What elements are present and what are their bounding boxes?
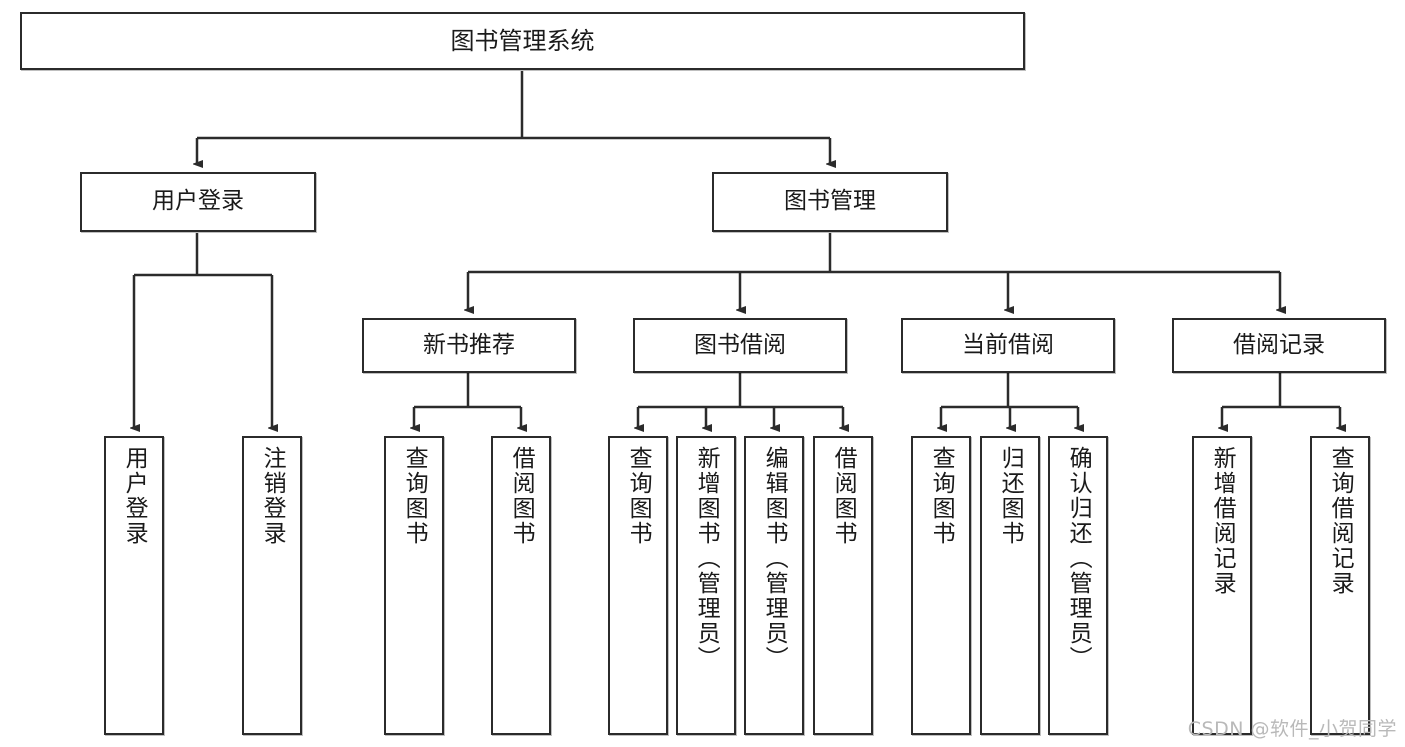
leaf-borrow-book-2-label: 借阅图书	[830, 446, 857, 546]
leaf-user-login[interactable]: 用户登录	[104, 436, 164, 735]
leaf-add-borrow-record-label: 新增借阅记录	[1209, 446, 1236, 596]
node-user-login[interactable]: 用户登录	[80, 172, 316, 232]
leaf-query-book-2[interactable]: 查询图书	[608, 436, 668, 735]
node-current-borrowing-label: 当前借阅	[962, 331, 1054, 358]
leaf-edit-book-admin-label: 编辑图书（管理员）	[761, 446, 788, 671]
node-borrowing-record-label: 借阅记录	[1233, 331, 1325, 358]
node-book-management-label: 图书管理	[784, 188, 876, 215]
leaf-edit-book-admin[interactable]: 编辑图书（管理员）	[744, 436, 804, 735]
leaf-add-book-admin-label: 新增图书（管理员）	[693, 446, 720, 671]
leaf-logout[interactable]: 注销登录	[242, 436, 302, 735]
leaf-confirm-return-admin-label: 确认归还（管理员）	[1065, 446, 1092, 671]
csdn-watermark: CSDN @软件_小贺同学	[1187, 718, 1397, 740]
node-root-label: 图书管理系统	[450, 26, 595, 55]
leaf-query-book-2-label: 查询图书	[625, 446, 652, 546]
leaf-query-book-1[interactable]: 查询图书	[384, 436, 444, 735]
leaf-add-borrow-record[interactable]: 新增借阅记录	[1192, 436, 1252, 735]
node-root-book-management-system[interactable]: 图书管理系统	[20, 12, 1025, 70]
leaf-add-book-admin[interactable]: 新增图书（管理员）	[676, 436, 736, 735]
node-book-borrowing-label: 图书借阅	[694, 331, 786, 358]
node-book-management[interactable]: 图书管理	[712, 172, 948, 232]
node-current-borrowing[interactable]: 当前借阅	[901, 318, 1115, 373]
leaf-logout-label: 注销登录	[259, 446, 286, 546]
leaf-confirm-return-admin[interactable]: 确认归还（管理员）	[1048, 436, 1108, 735]
leaf-query-borrow-record[interactable]: 查询借阅记录	[1310, 436, 1370, 735]
node-book-borrowing[interactable]: 图书借阅	[633, 318, 847, 373]
node-new-book-recommendation[interactable]: 新书推荐	[362, 318, 576, 373]
node-new-book-recommendation-label: 新书推荐	[423, 331, 515, 358]
leaf-query-book-3[interactable]: 查询图书	[911, 436, 971, 735]
leaf-borrow-book-1[interactable]: 借阅图书	[491, 436, 551, 735]
node-borrowing-record[interactable]: 借阅记录	[1172, 318, 1386, 373]
leaf-return-book[interactable]: 归还图书	[980, 436, 1040, 735]
leaf-borrow-book-2[interactable]: 借阅图书	[813, 436, 873, 735]
leaf-query-book-3-label: 查询图书	[928, 446, 955, 546]
leaf-borrow-book-1-label: 借阅图书	[508, 446, 535, 546]
node-user-login-label: 用户登录	[152, 188, 244, 215]
leaf-user-login-label: 用户登录	[121, 446, 148, 546]
leaf-query-borrow-record-label: 查询借阅记录	[1327, 446, 1354, 596]
leaf-query-book-1-label: 查询图书	[401, 446, 428, 546]
leaf-return-book-label: 归还图书	[997, 446, 1024, 546]
